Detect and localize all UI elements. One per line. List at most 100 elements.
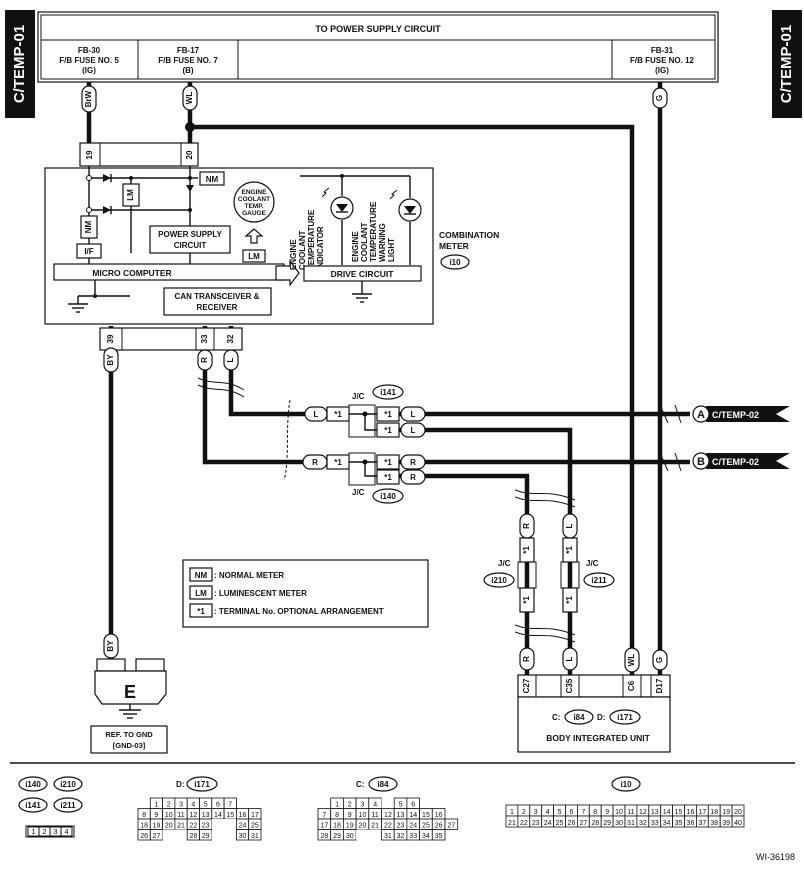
pin-number: 1 bbox=[510, 809, 514, 816]
pin-number: 34 bbox=[663, 820, 671, 827]
pin-number: 38 bbox=[710, 820, 718, 827]
pin-number: 2 bbox=[522, 809, 526, 816]
svg-text:MICRO COMPUTER: MICRO COMPUTER bbox=[92, 268, 171, 278]
svg-text:C/TEMP-02: C/TEMP-02 bbox=[712, 457, 759, 467]
pin-number: 31 bbox=[384, 833, 392, 840]
svg-text:: TERMINAL No. OPTIONAL ARRANG: : TERMINAL No. OPTIONAL ARRANGEMENT bbox=[214, 607, 384, 616]
ref-arrow-a[interactable]: A C/TEMP-02 bbox=[659, 404, 790, 424]
pin-number: 32 bbox=[397, 833, 405, 840]
wire-label-brw: BrW bbox=[81, 85, 97, 113]
pin-number: 12 bbox=[639, 809, 647, 816]
jc-i211-id: i211 bbox=[591, 576, 607, 585]
pin-number: 36 bbox=[687, 820, 695, 827]
svg-text:METER: METER bbox=[439, 241, 469, 251]
svg-text:RECEIVER: RECEIVER bbox=[197, 303, 238, 312]
svg-text:i171: i171 bbox=[617, 713, 633, 722]
pin-number: 13 bbox=[397, 812, 405, 819]
pin-number: 9 bbox=[348, 812, 352, 819]
svg-text:G: G bbox=[655, 657, 664, 663]
svg-text:WL: WL bbox=[627, 654, 636, 667]
svg-text:33: 33 bbox=[200, 334, 209, 343]
pin-number: 15 bbox=[422, 812, 430, 819]
pin-number: 10 bbox=[165, 812, 173, 819]
svg-text:L: L bbox=[314, 410, 319, 419]
pin-cell bbox=[731, 815, 745, 828]
pin-number: 33 bbox=[409, 833, 417, 840]
side-tag-left-text: C/TEMP-01 bbox=[11, 25, 28, 103]
pin-number: 5 bbox=[558, 809, 562, 816]
fuse-2-line2: F/B FUSE NO. 7 bbox=[158, 56, 218, 65]
svg-text:C:: C: bbox=[552, 713, 560, 722]
wire-label-by-top: BY bbox=[103, 347, 119, 373]
svg-text:i10: i10 bbox=[620, 780, 632, 789]
pin-cell bbox=[224, 819, 237, 830]
ref-arrow-b[interactable]: B C/TEMP-02 bbox=[659, 452, 790, 472]
svg-text:R: R bbox=[200, 357, 209, 363]
pin-number: 13 bbox=[651, 809, 659, 816]
wire-label-r-biu: R bbox=[519, 647, 535, 671]
svg-text:A: A bbox=[697, 409, 705, 421]
pin-number: 35 bbox=[675, 820, 683, 827]
svg-text:2: 2 bbox=[42, 827, 46, 836]
side-tag-right: C/TEMP-01 bbox=[772, 10, 802, 118]
svg-text:WL: WL bbox=[185, 92, 194, 105]
svg-text:TEMP.: TEMP. bbox=[244, 203, 263, 210]
svg-text:LIGHT: LIGHT bbox=[387, 238, 396, 262]
svg-text:J/C: J/C bbox=[352, 392, 365, 401]
pin-number: 27 bbox=[579, 820, 587, 827]
pin-number: 13 bbox=[202, 812, 210, 819]
pin-number: 17 bbox=[698, 809, 706, 816]
svg-text:32: 32 bbox=[226, 334, 235, 343]
pin-number: 37 bbox=[698, 820, 706, 827]
svg-text:J/C: J/C bbox=[352, 488, 365, 497]
meter-connector-id: i10 bbox=[449, 258, 461, 267]
svg-text:NM: NM bbox=[195, 571, 208, 580]
svg-text:NM: NM bbox=[84, 220, 93, 233]
jc-i141-id: i141 bbox=[380, 388, 396, 397]
fuse-2-line1: FB-17 bbox=[177, 46, 200, 55]
svg-text:ENGINE: ENGINE bbox=[351, 231, 360, 262]
svg-text:R: R bbox=[410, 458, 416, 467]
svg-text:39: 39 bbox=[106, 334, 115, 343]
pin-number: 15 bbox=[675, 809, 683, 816]
svg-text:C35: C35 bbox=[565, 678, 574, 693]
pin-number: 22 bbox=[189, 823, 197, 830]
pin-number: 26 bbox=[568, 820, 576, 827]
svg-text:LM: LM bbox=[195, 589, 207, 598]
pin-number: 30 bbox=[346, 833, 354, 840]
pin-number: 24 bbox=[544, 820, 552, 827]
pin-number: 20 bbox=[359, 823, 367, 830]
pin-number: 34 bbox=[422, 833, 430, 840]
svg-text:R: R bbox=[522, 656, 531, 662]
svg-text:BY: BY bbox=[106, 354, 115, 366]
svg-text:GAUGE: GAUGE bbox=[242, 210, 267, 217]
body-integrated-unit-label: BODY INTEGRATED UNIT bbox=[546, 733, 650, 743]
svg-text:3: 3 bbox=[53, 827, 57, 836]
pin-number: 21 bbox=[371, 823, 379, 830]
pin-number: 11 bbox=[177, 812, 184, 819]
svg-text:[GND-03]: [GND-03] bbox=[113, 741, 146, 750]
jc-connector-views: i140 i210 i141 i211 1 2 3 4 bbox=[18, 776, 83, 838]
pin-number: 7 bbox=[322, 812, 326, 819]
svg-text:POWER SUPPLY: POWER SUPPLY bbox=[158, 230, 222, 239]
ground-e: BY E REF. TO GND [GND-03] bbox=[90, 633, 168, 754]
pin-number: 17 bbox=[251, 812, 259, 819]
pin-number: 2 bbox=[167, 802, 171, 809]
pin-number: 4 bbox=[546, 809, 550, 816]
pin-number: 6 bbox=[411, 802, 415, 809]
pin-number: 29 bbox=[333, 833, 341, 840]
svg-text:*1: *1 bbox=[384, 473, 392, 482]
pin-number: 33 bbox=[651, 820, 659, 827]
pin-number: 24 bbox=[239, 823, 247, 830]
jc-i210: R *1 *1 J/C i210 bbox=[483, 513, 537, 613]
jc-i141: J/C i141 L *1 *1 *1 L L bbox=[304, 384, 426, 438]
pin-number: 19 bbox=[346, 823, 354, 830]
legend: NM : NORMAL METER LM : LUMINESCENT METER… bbox=[182, 559, 429, 628]
pin-number: 12 bbox=[189, 812, 197, 819]
pin-number: 26 bbox=[435, 823, 443, 830]
pin-cell bbox=[224, 829, 237, 840]
svg-text:INDICATOR: INDICATOR bbox=[316, 226, 325, 270]
svg-text:LM: LM bbox=[126, 189, 135, 201]
jc-i210-id: i210 bbox=[491, 576, 507, 585]
